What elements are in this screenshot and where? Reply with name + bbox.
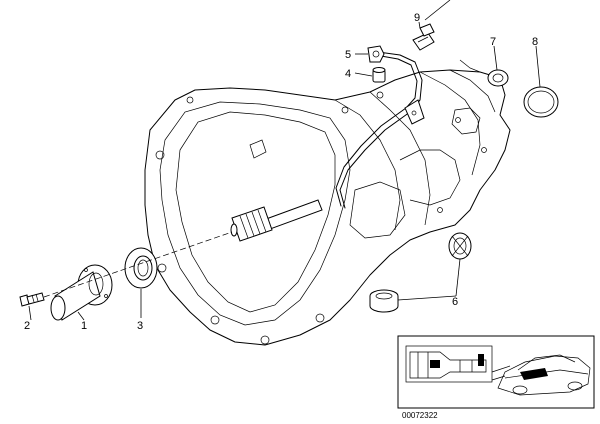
part-3-shaft-seal <box>124 247 158 289</box>
input-shaft <box>230 199 323 242</box>
reference-number: 00072322 <box>402 411 438 420</box>
callout-9: 9 <box>414 12 420 24</box>
callout-5: 5 <box>345 49 351 61</box>
leader-lines <box>28 0 541 321</box>
callout-1: 1 <box>81 320 87 332</box>
part-8-oring <box>523 86 559 118</box>
callout-4: 4 <box>345 68 351 80</box>
part-5-fitting <box>367 45 385 63</box>
vehicle-inset: 00072322 <box>397 335 595 420</box>
part-6-seal-lower <box>369 289 399 313</box>
part-1-guide-sleeve <box>50 264 113 321</box>
breather-line <box>335 51 425 209</box>
part-7-seal <box>487 69 509 87</box>
callout-6: 6 <box>452 296 458 308</box>
callout-7: 7 <box>490 36 496 48</box>
part-6-seal-right <box>448 232 472 260</box>
callout-3: 3 <box>137 320 143 332</box>
callout-8: 8 <box>532 36 538 48</box>
part-4-bushing <box>372 67 386 83</box>
callout-2: 2 <box>24 320 30 332</box>
part-2-bolt <box>19 292 45 307</box>
inset-transmission-sketch <box>405 345 493 383</box>
transmission-housing <box>144 59 511 346</box>
inset-car-sketch <box>491 354 591 396</box>
part-9-switch <box>412 23 435 51</box>
